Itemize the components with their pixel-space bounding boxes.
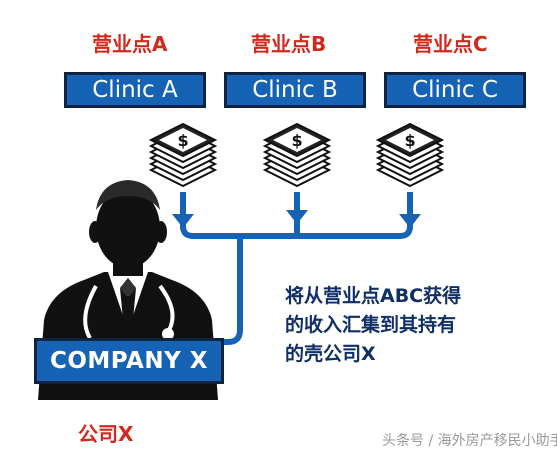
description-line-1: 将从营业点ABC获得: [285, 285, 462, 307]
description-line-3: 的壳公司X: [285, 343, 376, 365]
money-stack-icon: [377, 123, 443, 187]
clinic-b-box: Clinic B: [224, 72, 366, 108]
clinic-c-title: 营业点C: [413, 32, 488, 56]
clinic-c-box: Clinic C: [384, 72, 526, 108]
company-x-box: COMPANY X: [34, 338, 224, 384]
watermark-text: 头条号 / 海外房产移民小助手: [382, 433, 557, 449]
clinic-a-box: Clinic A: [64, 72, 206, 108]
money-stack-icon: [150, 123, 216, 187]
money-stack-icon: [264, 123, 330, 187]
company-x-title: 公司X: [78, 422, 134, 446]
description-line-2: 的收入汇集到其持有: [285, 314, 457, 336]
flow-arrow-icon: [180, 192, 413, 345]
clinic-a-title: 营业点A: [92, 32, 168, 56]
clinic-b-title: 营业点B: [251, 32, 327, 56]
